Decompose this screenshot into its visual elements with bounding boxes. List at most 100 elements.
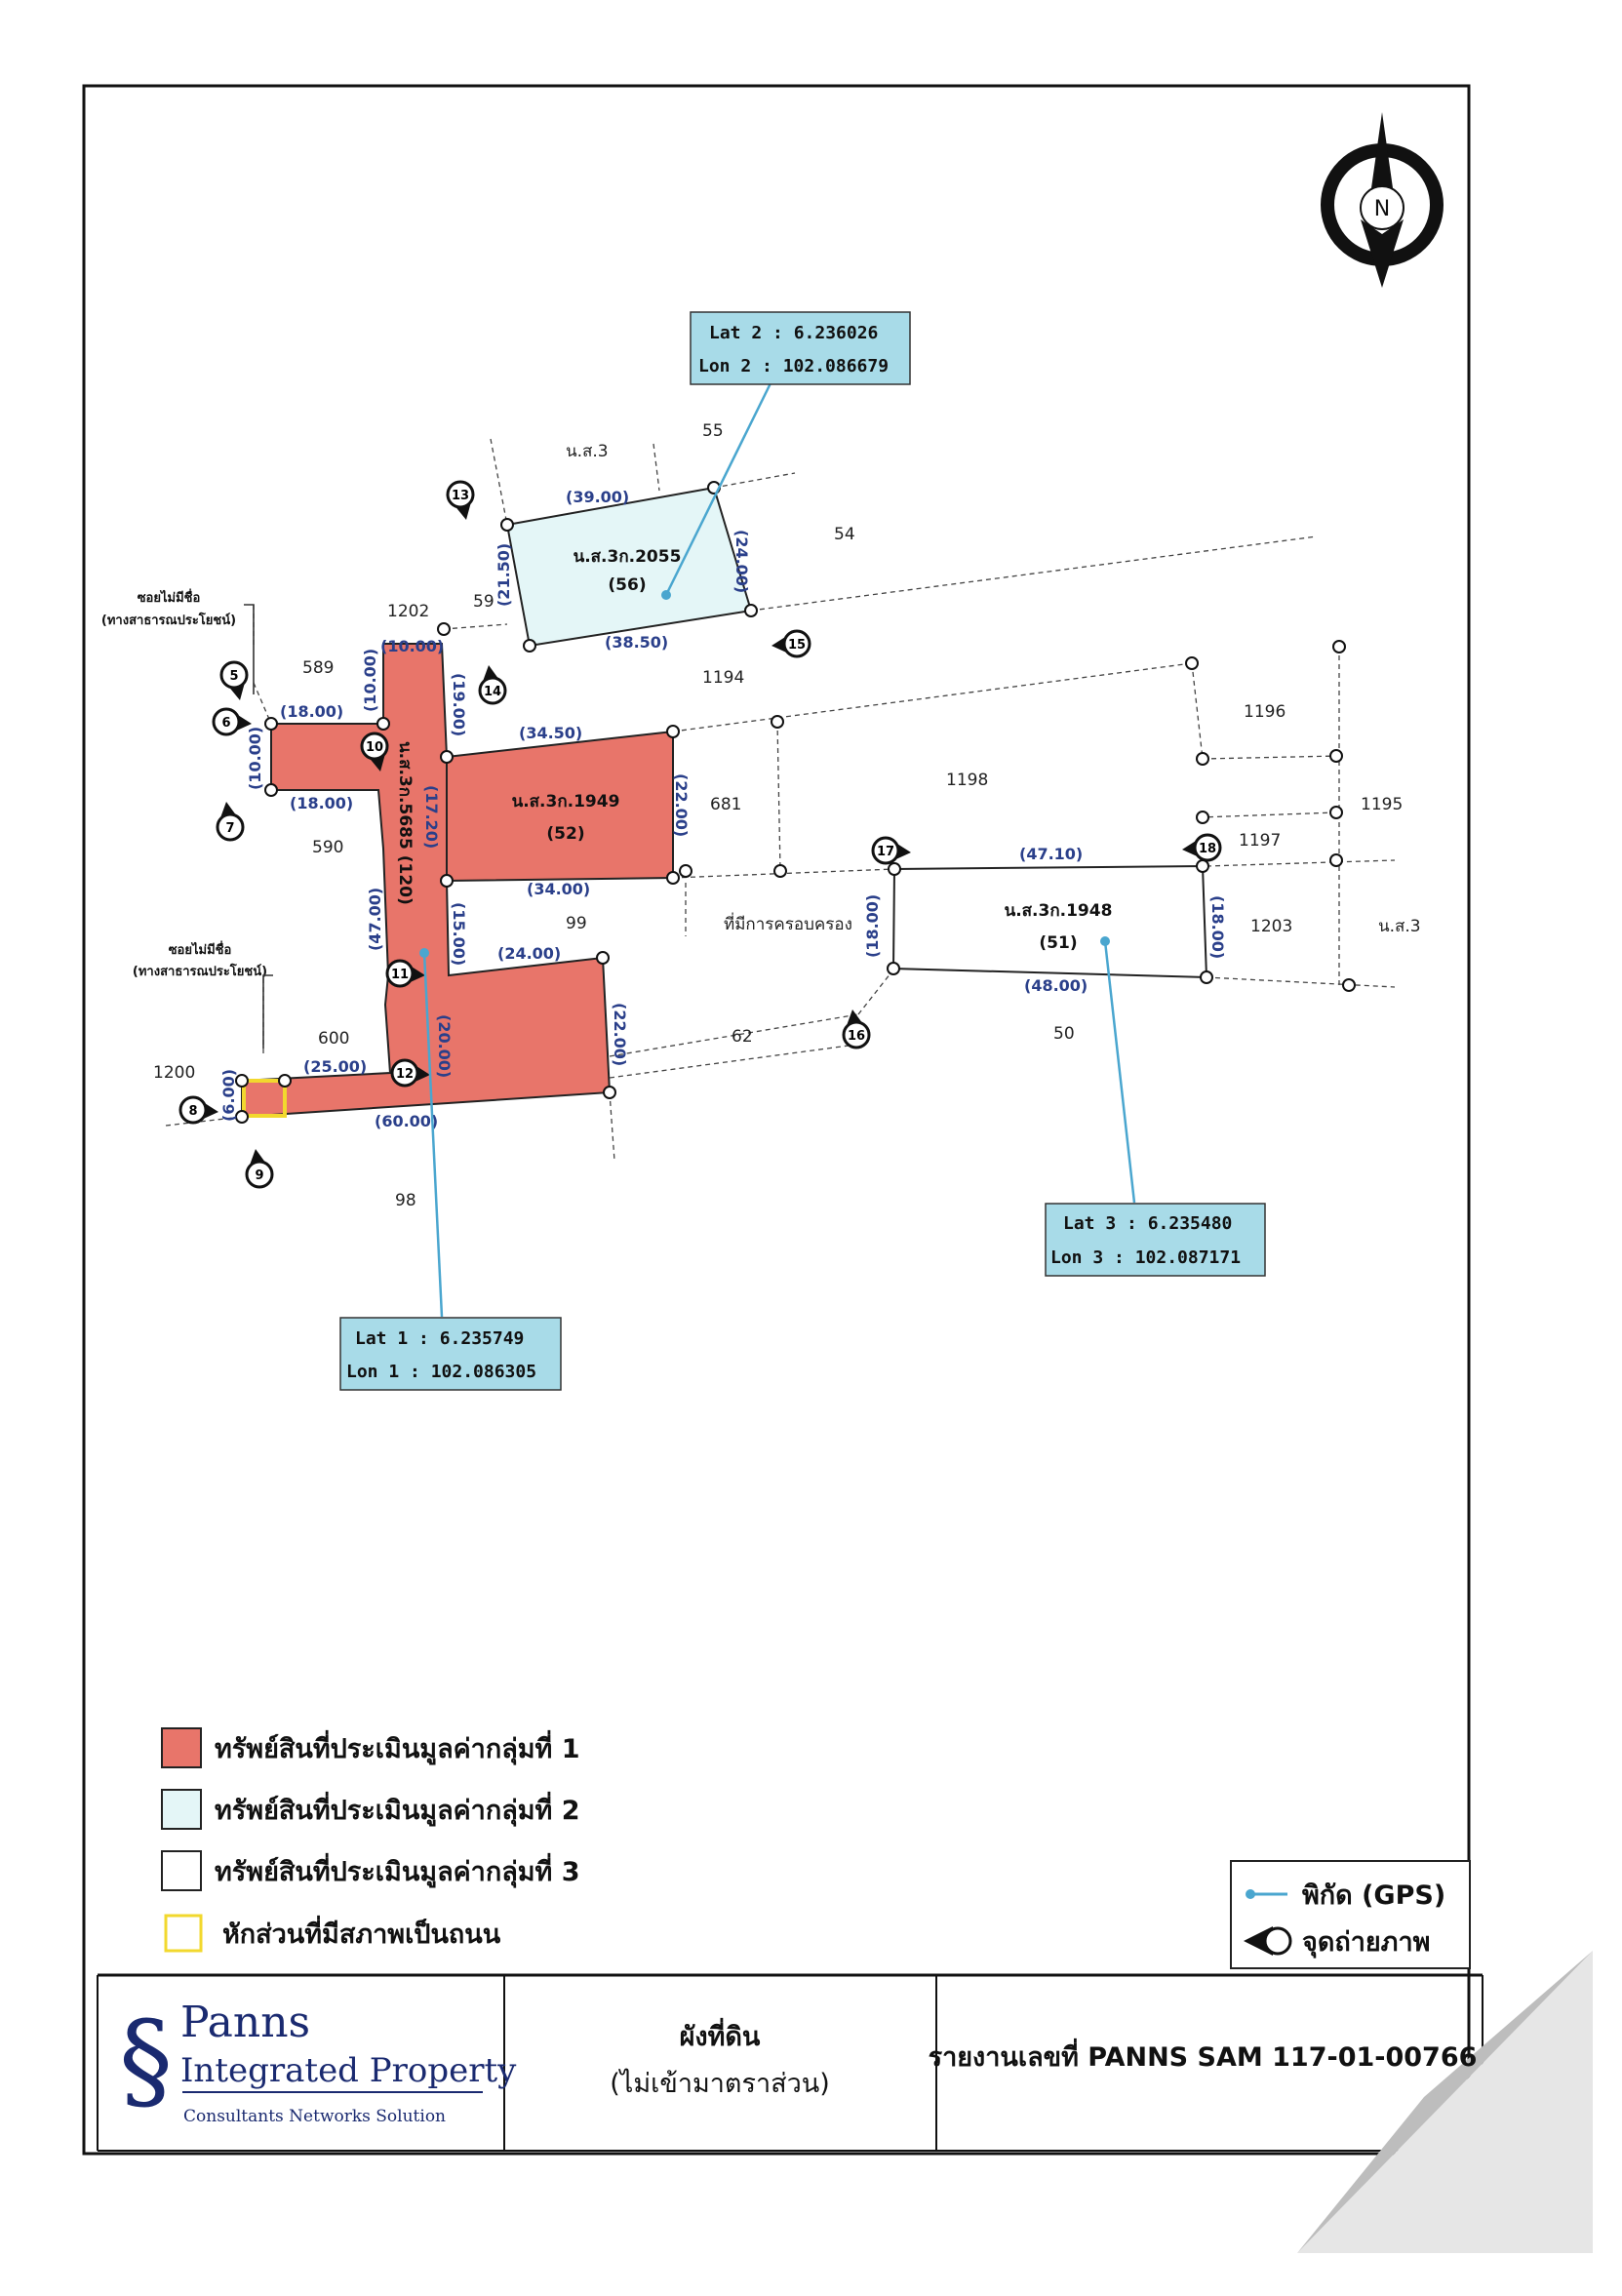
svg-text:(18.00): (18.00) xyxy=(863,894,882,958)
gps-markers xyxy=(419,382,1136,1318)
gps-point-icon xyxy=(1246,1889,1255,1899)
photo-point-label: 5 xyxy=(229,669,238,684)
svg-text:§: § xyxy=(119,1998,173,2122)
photo-point-label: 14 xyxy=(484,685,501,699)
photo-point-label: 18 xyxy=(1199,842,1216,856)
label-59: 59 xyxy=(473,592,495,612)
label-681: 681 xyxy=(710,795,741,814)
photo-point-label: 16 xyxy=(848,1029,865,1044)
brand-sub: Integrated Property xyxy=(180,2051,517,2090)
parcel-group2-2055 xyxy=(505,486,753,648)
photo-point-17[interactable]: 17 xyxy=(871,836,911,865)
svg-text:(34.50): (34.50) xyxy=(519,724,582,742)
label-1198: 1198 xyxy=(946,771,988,790)
photo-point-label: 17 xyxy=(877,845,894,859)
legend-swatch-road xyxy=(164,1914,203,1953)
svg-text:(20.00): (20.00) xyxy=(435,1014,454,1078)
svg-text:(39.00): (39.00) xyxy=(566,488,629,506)
photo-point-label: 8 xyxy=(188,1104,197,1119)
svg-text:ซอยไม่มีชื่อ: ซอยไม่มีชื่อ xyxy=(138,588,201,606)
neighbor-labels: น.ส.3 55 54 1202 59 589 1194 1196 1198 1… xyxy=(153,421,1421,1210)
svg-text:(10.00): (10.00) xyxy=(361,649,379,712)
svg-text:Lon 3 : 102.087171: Lon 3 : 102.087171 xyxy=(1050,1247,1241,1268)
deed-1949-num: (52) xyxy=(546,824,584,844)
svg-text:(21.50): (21.50) xyxy=(495,543,513,607)
svg-text:(18.00): (18.00) xyxy=(280,702,343,721)
deed-2055: น.ส.3ก.2055 xyxy=(574,547,682,567)
label-589: 589 xyxy=(302,658,334,678)
gps-box-1: Lat 1 : 6.235749 Lon 1 : 102.086305 xyxy=(339,1317,562,1391)
svg-text:(17.20): (17.20) xyxy=(422,785,441,849)
legend-swatch-group3 xyxy=(161,1850,202,1891)
legend-swatch-group1 xyxy=(161,1727,202,1768)
svg-text:(25.00): (25.00) xyxy=(303,1057,367,1076)
photo-point-label: 12 xyxy=(396,1067,414,1082)
plan-subtitle: (ไม่เข้ามาตราส่วน) xyxy=(610,2069,830,2099)
parcel-group3-1948 xyxy=(891,864,1208,979)
legend-swatch-group2 xyxy=(161,1789,202,1830)
photo-point-11[interactable]: 11 xyxy=(385,959,425,988)
legend-group1: ทรัพย์สินที่ประเมินมูลค่ากลุ่มที่ 1 xyxy=(215,1729,580,1765)
label-ns3-right: น.ส.3 xyxy=(1378,917,1421,936)
photo-point-label: 11 xyxy=(391,968,409,982)
photo-point-15[interactable]: 15 xyxy=(771,629,811,658)
brand-tag: Consultants Networks Solution xyxy=(183,2107,446,2126)
photo-points[interactable]: 5 6 7 8 9 10 11 12 13 14 15 16 17 18 xyxy=(178,480,1222,1189)
label-1195: 1195 xyxy=(1361,795,1403,814)
north-arrow-icon: N xyxy=(1321,112,1444,288)
gps-box-2: Lat 2 : 6.236026 Lon 2 : 102.086679 xyxy=(690,311,911,385)
svg-text:(ทางสาธารณประโยชน์): (ทางสาธารณประโยชน์) xyxy=(101,612,236,628)
svg-text:(10.00): (10.00) xyxy=(380,637,444,655)
parcel-group1-5685 xyxy=(241,643,612,1119)
photo-point-14[interactable]: 14 xyxy=(478,665,507,705)
photo-point-8[interactable]: 8 xyxy=(178,1095,218,1125)
svg-text:(19.00): (19.00) xyxy=(450,673,468,736)
label-55: 55 xyxy=(702,421,724,441)
svg-text:(34.00): (34.00) xyxy=(527,880,590,898)
svg-text:Lat 1 : 6.235749: Lat 1 : 6.235749 xyxy=(355,1328,524,1349)
photo-point-12[interactable]: 12 xyxy=(390,1058,430,1088)
dimension-labels: (39.00) (24.00) (21.50) (38.50) (10.00) … xyxy=(219,488,1227,1130)
label-ns3-top: น.ส.3 xyxy=(566,442,609,461)
label-50: 50 xyxy=(1053,1024,1075,1044)
plan-title: ผังที่ดิน xyxy=(680,2017,761,2052)
photo-point-9[interactable]: 9 xyxy=(245,1149,274,1189)
svg-text:(10.00): (10.00) xyxy=(246,727,264,790)
photo-point-13[interactable]: 13 xyxy=(446,480,475,520)
photo-point-label: 9 xyxy=(255,1168,263,1183)
svg-text:(24.00): (24.00) xyxy=(497,944,561,963)
svg-text:(18.00): (18.00) xyxy=(290,794,353,812)
svg-text:(18.00): (18.00) xyxy=(1208,895,1227,959)
svg-text:(24.00): (24.00) xyxy=(732,530,751,593)
svg-text:Lon 1 : 102.086305: Lon 1 : 102.086305 xyxy=(346,1362,536,1382)
photo-point-7[interactable]: 7 xyxy=(216,802,245,842)
svg-text:(15.00): (15.00) xyxy=(450,902,468,966)
svg-text:(60.00): (60.00) xyxy=(375,1112,438,1130)
photo-point-16[interactable]: 16 xyxy=(842,1009,871,1049)
label-62: 62 xyxy=(732,1027,753,1047)
brand-name: Panns xyxy=(180,1998,310,2047)
label-1202: 1202 xyxy=(387,602,429,621)
label-1196: 1196 xyxy=(1244,702,1286,722)
label-1203: 1203 xyxy=(1250,917,1292,936)
label-1200: 1200 xyxy=(153,1063,195,1083)
photo-point-label: 10 xyxy=(366,740,383,755)
photo-point-10[interactable]: 10 xyxy=(360,732,389,772)
deed-1948: น.ส.3ก.1948 xyxy=(1005,901,1113,921)
deed-1949: น.ส.3ก.1949 xyxy=(512,792,620,812)
label-occupied: ที่มีการครอบครอง xyxy=(724,912,852,934)
gps-box-3: Lat 3 : 6.235480 Lon 3 : 102.087171 xyxy=(1045,1203,1266,1277)
company-logo: § Panns Integrated Property Consultants … xyxy=(119,1998,517,2126)
legend: ทรัพย์สินที่ประเมินมูลค่ากลุ่มที่ 1 ทรัพ… xyxy=(161,1727,580,1953)
photo-point-18[interactable]: 18 xyxy=(1182,833,1222,862)
svg-text:(47.00): (47.00) xyxy=(366,888,384,951)
photo-point-5[interactable]: 5 xyxy=(219,660,249,700)
photo-point-label: 13 xyxy=(452,489,469,503)
label-1197: 1197 xyxy=(1239,831,1281,851)
svg-text:(48.00): (48.00) xyxy=(1024,976,1088,995)
photo-point-6[interactable]: 6 xyxy=(212,707,252,736)
photo-point-label: 15 xyxy=(788,638,806,653)
road-deduction xyxy=(242,1079,287,1118)
legend-gps: พิกัด (GPS) xyxy=(1302,1880,1445,1911)
label-99: 99 xyxy=(566,914,587,933)
